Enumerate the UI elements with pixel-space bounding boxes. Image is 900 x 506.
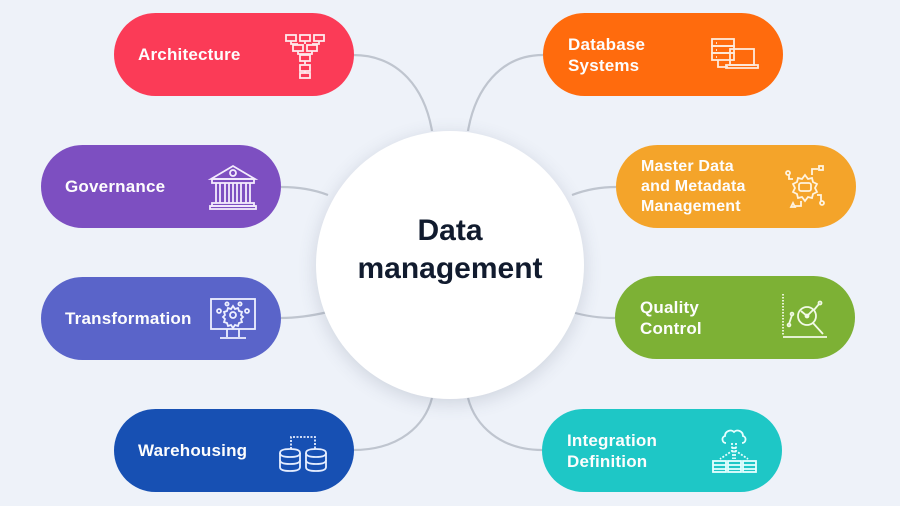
node-governance-label: Governance <box>65 177 166 196</box>
chart-magnifier-icon <box>781 292 833 344</box>
connector-transformation <box>280 310 329 320</box>
node-master-data[interactable]: Master Data and Metadata Management <box>616 145 856 228</box>
node-governance[interactable]: Governance <box>41 145 281 228</box>
node-integration-definition[interactable]: Integration Definition <box>542 409 782 492</box>
node-database-systems[interactable]: Database Systems <box>543 13 783 96</box>
node-integration-definition-label: Integration Definition <box>567 430 658 471</box>
node-transformation-label: Transformation <box>65 309 192 328</box>
node-master-data-label: Master Data and Metadata Management <box>641 157 746 215</box>
central-topic-title: Data management <box>357 214 543 285</box>
hierarchy-tree-icon <box>279 29 331 81</box>
connector-master-data <box>571 185 617 197</box>
connector-governance <box>280 185 329 197</box>
connector-integration <box>466 397 543 452</box>
connector-warehousing <box>352 397 434 452</box>
gear-network-icon <box>779 161 831 213</box>
node-warehousing[interactable]: Warehousing <box>114 409 354 492</box>
monitor-gears-icon <box>207 293 259 345</box>
central-topic-circle: Data management <box>316 131 584 399</box>
connector-architecture <box>352 53 434 132</box>
server-laptop-icon <box>708 29 760 81</box>
connector-quality <box>571 310 616 320</box>
node-architecture[interactable]: Architecture <box>114 13 354 96</box>
node-architecture-label: Architecture <box>138 45 241 64</box>
node-quality-control[interactable]: Quality Control <box>615 276 855 359</box>
linked-databases-icon <box>277 425 329 477</box>
node-database-systems-label: Database Systems <box>568 34 646 75</box>
cloud-merge-icon <box>708 425 760 477</box>
connector-database <box>466 53 544 132</box>
node-quality-control-label: Quality Control <box>640 297 702 338</box>
node-transformation[interactable]: Transformation <box>41 277 281 360</box>
institution-building-icon <box>207 161 259 213</box>
node-warehousing-label: Warehousing <box>138 441 248 460</box>
